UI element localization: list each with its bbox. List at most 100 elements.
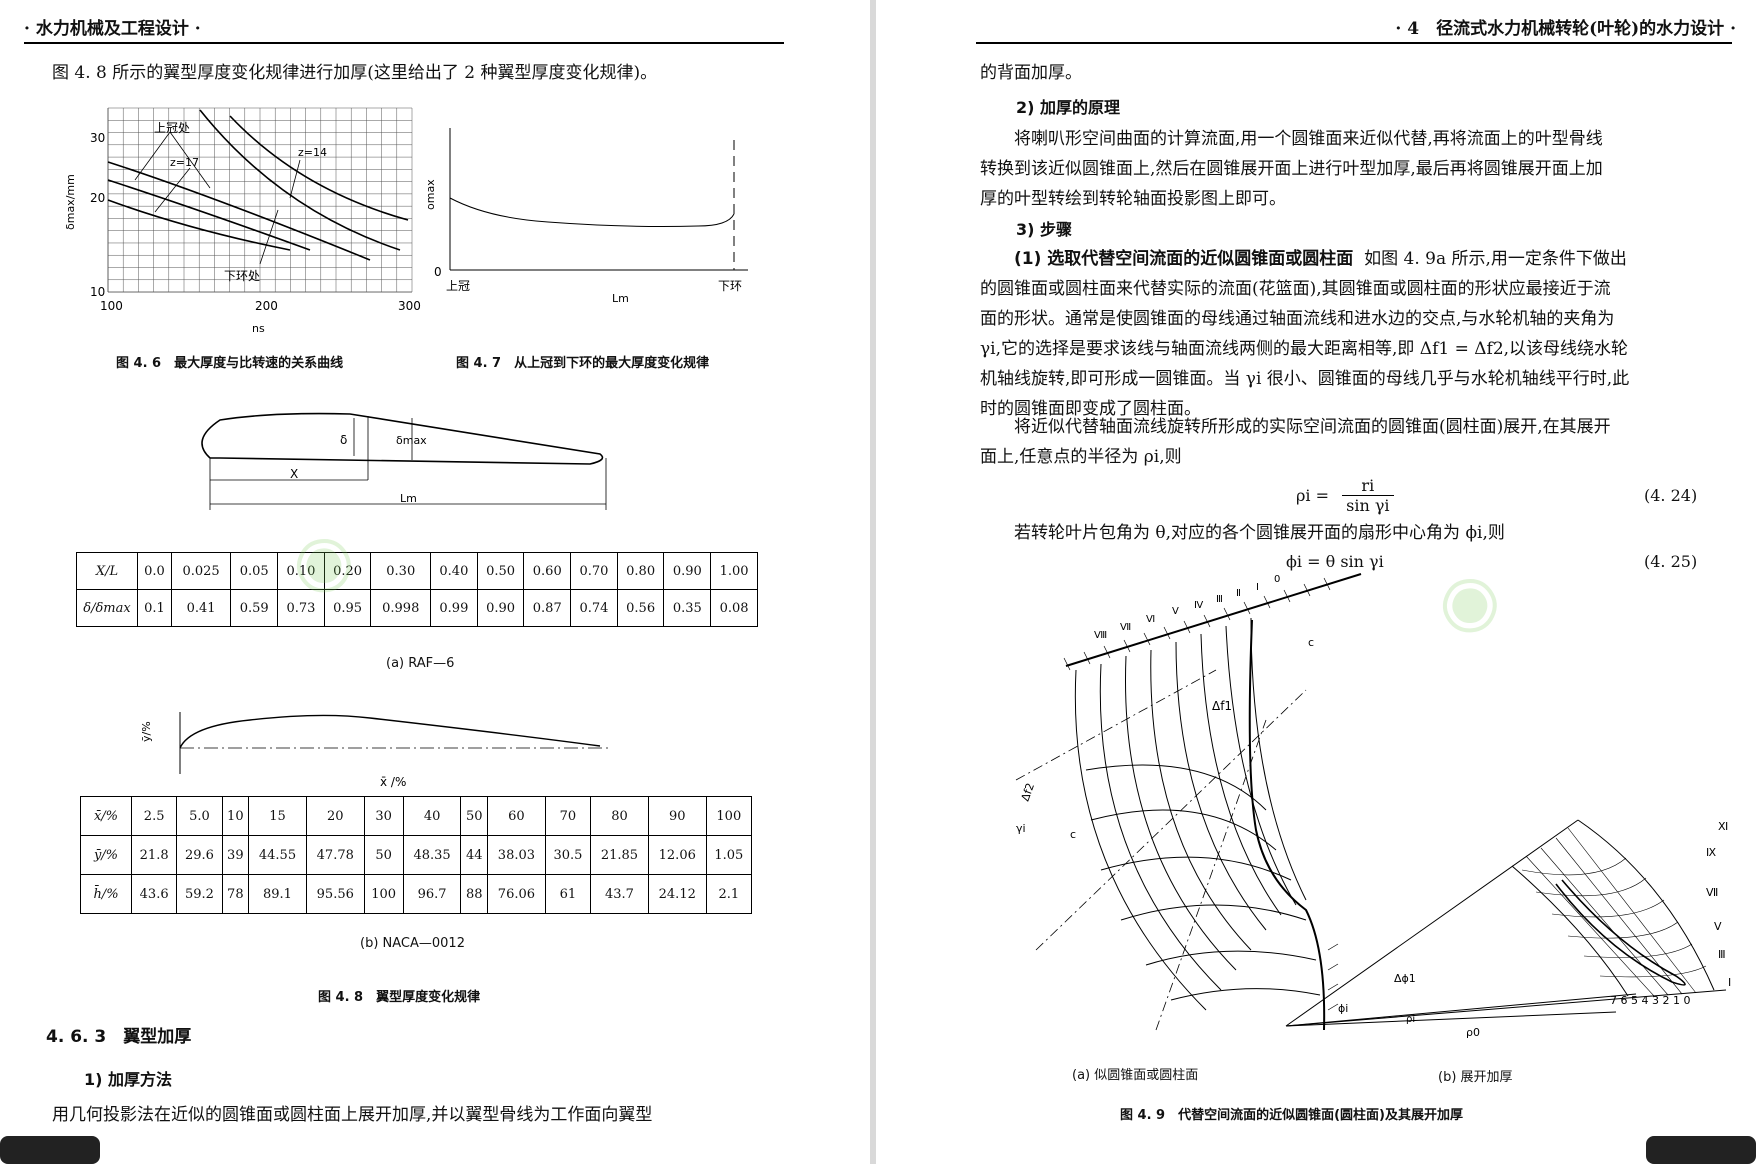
table-a-cell: 0.70 — [570, 552, 618, 590]
paragraph-bottom: 用几何投影法在近似的圆锥面或圆柱面上展开加厚,并以翼型骨线为工作面向翼型 — [52, 1105, 653, 1125]
section-heading-4-6-3: 4. 6. 3 翼型加厚 — [46, 1027, 192, 1047]
left-page: · 水力机械及工程设计 · 图 4. 8 所示的翼型厚度变化规律进行加厚(这里给… — [0, 0, 870, 1164]
table-a-cell: 0.90 — [663, 552, 712, 590]
table-b-cell: 21.8 — [130, 835, 178, 875]
equation-4-25: ϕi = θ sin γi — [1286, 552, 1384, 571]
subheading-method: 1) 加厚方法 — [84, 1070, 173, 1089]
step-title: (1) 选取代替空间流面的近似圆锥面或圆柱面 — [1014, 249, 1354, 269]
label-phi-i: ϕi — [1338, 1002, 1348, 1015]
table-b-cell: 43.7 — [590, 874, 649, 914]
paragraph-steps: (1) 选取代替空间流面的近似圆锥面或圆柱面 如图 4. 9a 所示,用一定条件… — [980, 244, 1740, 424]
table-b-cell: 89.1 — [248, 874, 307, 914]
subheading-principle: 2) 加厚的原理 — [1016, 98, 1121, 117]
caption-fig-4-9b: (b) 展开加厚 — [1438, 1070, 1513, 1085]
table-a-cell: 0.50 — [476, 552, 525, 590]
xtick-200: 200 — [255, 299, 278, 313]
table-b-cell: 80 — [590, 796, 649, 836]
table-a-head-xl: X/L — [76, 552, 138, 590]
table-b-cell: 1.05 — [705, 835, 753, 875]
roman-2a: Ⅱ — [1236, 588, 1241, 599]
table-b-cell: 24.12 — [647, 874, 707, 914]
airfoil-lm: Lm — [400, 492, 417, 505]
book-spine — [870, 0, 876, 1164]
eq-lhs: ρi = — [1296, 486, 1330, 505]
x-start-label: 上冠 — [446, 279, 470, 293]
table-a-cell: 0.35 — [663, 589, 712, 627]
table-b-cell: 44 — [460, 835, 489, 875]
table-b-cell: 78 — [221, 874, 250, 914]
table-a-cell: 0.20 — [323, 552, 372, 590]
label-df1: Δf1 — [1212, 699, 1232, 713]
table-b-cell: 88 — [460, 874, 489, 914]
roman-5a: Ⅴ — [1172, 606, 1179, 617]
label-c-bottom: c — [1070, 828, 1076, 841]
table-a-cell: 0.74 — [570, 589, 618, 627]
label-rho-i: ρi — [1406, 1014, 1415, 1025]
table-b-cell: 61 — [544, 874, 592, 914]
table-b-cell: 38.03 — [487, 835, 546, 875]
subheading-steps: 3) 步骤 — [1016, 220, 1073, 239]
table-b-head-h: h̄/% — [80, 874, 132, 914]
caption-fig-4-6: 图 4. 6 最大厚度与比转速的关系曲线 — [116, 356, 344, 371]
table-a-cell: 0.998 — [370, 589, 432, 627]
airfoil-delta: δ — [340, 433, 347, 447]
roman-1b: Ⅰ — [1728, 976, 1731, 989]
table-b-cell: 39 — [221, 835, 250, 875]
table-a-cell: 0.025 — [170, 552, 232, 590]
caption-naca0012: (b) NACA—0012 — [360, 936, 465, 951]
table-raf6: X/L 0.0 0.025 0.05 0.10 0.20 0.30 0.40 0… — [76, 552, 758, 627]
ylabel-dmax-47: δmax — [428, 179, 437, 210]
line: 将喇叭形空间曲面的计算流面,用一个圆锥面来近似代替,再将流面上的叶型骨线 — [1014, 129, 1603, 149]
naca-ylabel: ȳ/% — [140, 721, 153, 742]
table-a-cell: 0.60 — [523, 552, 572, 590]
caption-fig-4-9: 图 4. 9 代替空间流面的近似圆锥面(圆柱面)及其展开加厚 — [1120, 1108, 1463, 1123]
table-b-cell: 76.06 — [487, 874, 546, 914]
table-b-cell: 100 — [363, 874, 404, 914]
table-b-cell: 96.7 — [402, 874, 462, 914]
paragraph-top: 图 4. 8 所示的翼型厚度变化规律进行加厚(这里给出了 2 种翼型厚度变化规律… — [52, 63, 658, 83]
roman-3a: Ⅲ — [1216, 594, 1223, 605]
fig-4-9b-drawing: Ⅺ Ⅸ Ⅶ Ⅴ Ⅲ Ⅰ ϕi Δϕ1 ρi ρ0 7 6 5 4 3 2 1 0 — [1285, 819, 1731, 1039]
table-b-cell: 2.5 — [130, 796, 178, 836]
table-a-cell: 0.1 — [137, 589, 172, 627]
caption-fig-4-7: 图 4. 7 从上冠到下环的最大厚度变化规律 — [456, 356, 710, 371]
paragraph-principle: 将喇叭形空间曲面的计算流面,用一个圆锥面来近似代替,再将流面上的叶型骨线 转换到… — [980, 124, 1740, 214]
x-mid-label: Lm — [612, 292, 629, 305]
xlabel-ns: ns — [252, 322, 265, 335]
paragraph-unfold: 将近似代替轴面流线旋转所形成的实际空间流面的圆锥面(圆柱面)展开,在其展开 面上… — [980, 412, 1740, 472]
table-a-cell: 0.99 — [430, 589, 478, 627]
table-b-cell: 70 — [544, 796, 592, 836]
roman-7b: Ⅶ — [1706, 886, 1718, 899]
roman-8a: Ⅷ — [1094, 630, 1107, 641]
table-b-cell: 48.35 — [402, 835, 462, 875]
fig-4-6-chart: 上冠处 z=17 z=14 下环处 30 20 10 100 200 300 n… — [64, 107, 421, 335]
table-b-cell: 60 — [487, 796, 546, 836]
label-df2: Δf2 — [1019, 781, 1038, 803]
eq-numerator: ri — [1342, 476, 1394, 496]
airfoil-drawing: δ δmax X Lm — [201, 412, 607, 510]
label-gamma: γi — [1016, 822, 1026, 835]
table-b-cell: 95.56 — [305, 874, 365, 914]
table-a-cell: 0.08 — [710, 589, 758, 627]
roman-3b: Ⅲ — [1718, 948, 1726, 961]
roman-0a: 0 — [1274, 574, 1280, 585]
fig-4-7-chart: 0 上冠 Lm 下环 δmax — [428, 128, 748, 305]
running-header-left: · 水力机械及工程设计 · — [24, 19, 201, 39]
airfoil-delta-max: δmax — [396, 434, 427, 447]
table-b-cell: 50 — [363, 835, 404, 875]
table-b-cell: 29.6 — [176, 835, 223, 875]
line: 面的形状。通常是使圆锥面的母线通过轴面流线和进水边的交点,与水轮机轴的夹角为 — [980, 309, 1615, 329]
table-b-cell: 5.0 — [176, 796, 223, 836]
table-b-cell: 47.78 — [305, 835, 365, 875]
table-b-cell: 40 — [402, 796, 462, 836]
ann-lower-ring: 下环处 — [224, 269, 260, 283]
xtick-100: 100 — [100, 299, 123, 313]
table-a-cell: 1.00 — [710, 552, 758, 590]
table-a-cell: 0.87 — [523, 589, 572, 627]
line: 将近似代替轴面流线旋转所形成的实际空间流面的圆锥面(圆柱面)展开,在其展开 — [1014, 417, 1611, 437]
ytick-30: 30 — [90, 131, 105, 145]
table-b-cell: 30.5 — [544, 835, 592, 875]
table-a-cell: 0.80 — [616, 552, 665, 590]
table-b-cell: 10 — [221, 796, 250, 836]
ann-z17: z=17 — [170, 156, 199, 169]
